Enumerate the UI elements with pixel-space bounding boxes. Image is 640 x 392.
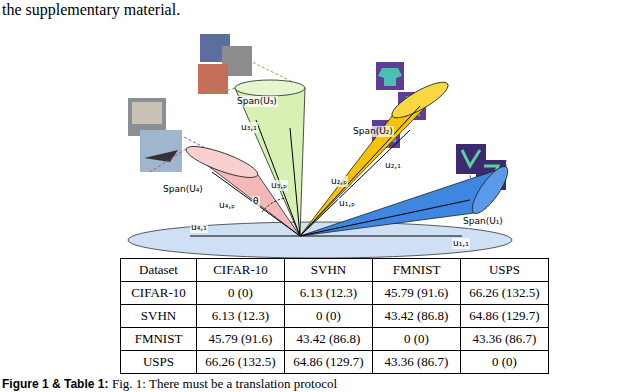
table-cell: CIFAR-10 [121, 282, 197, 305]
table-cell: 45.79 (91.6) [197, 328, 285, 351]
table-cell: 43.36 (86.7) [373, 351, 461, 374]
table-cell: 0 (0) [285, 305, 373, 328]
span-label: Span(U₃) [236, 96, 278, 107]
table-cell: 45.79 (91.6) [373, 282, 461, 305]
figure-caption: Figure 1 & Table 1: [2, 377, 108, 391]
table-cell: SVHN [285, 259, 373, 282]
subspace-cones [183, 76, 513, 236]
table-cell: SVHN [121, 305, 197, 328]
vector-label: u₂,₁ [384, 160, 402, 171]
span-label: Span(U₂) [352, 126, 394, 137]
vector-label: u₃,₁ [240, 122, 258, 133]
vector-label: u₁,₁ [452, 238, 470, 249]
cifar-images [128, 98, 182, 172]
table-cell: USPS [121, 351, 197, 374]
table-cell: FMNIST [373, 259, 461, 282]
base-disk [128, 222, 512, 258]
table-cell: Dataset [121, 259, 197, 282]
table-cell: 6.13 (12.3) [197, 305, 285, 328]
table-cell: 66.26 (132.5) [461, 282, 549, 305]
table-cell: 43.36 (86.7) [461, 328, 549, 351]
table-cell: 43.42 (86.8) [285, 328, 373, 351]
table-cell: 6.13 (12.3) [285, 282, 373, 305]
table-cell: USPS [461, 259, 549, 282]
vector-label: u₄,₁ [190, 222, 208, 233]
distance-table: DatasetCIFAR-10SVHNFMNISTUSPSCIFAR-100 (… [120, 258, 549, 374]
span-label: Span(U₁) [462, 216, 504, 227]
vector-label: u₁,ₚ [338, 198, 356, 209]
table-cell: 64.86 (129.7) [285, 351, 373, 374]
table-cell: 43.42 (86.8) [373, 305, 461, 328]
span-label: Span(U₄) [162, 184, 204, 195]
table-cell: 0 (0) [373, 328, 461, 351]
table-cell: CIFAR-10 [197, 259, 285, 282]
vector-label: u₃,ₚ [270, 180, 288, 191]
angle-label: θ [252, 196, 260, 207]
table-cell: 0 (0) [461, 351, 549, 374]
table-cell: FMNIST [121, 328, 197, 351]
table-cell: 64.86 (129.7) [461, 305, 549, 328]
vector-label: u₄,ₚ [218, 200, 236, 211]
table-cell: 0 (0) [197, 282, 285, 305]
caption-text: Fig. 1: There must be a translation prot… [112, 377, 337, 391]
vector-label: u₂,ₚ [330, 176, 348, 187]
basis-vectors [190, 106, 470, 236]
body-text: the supplementary material. [2, 1, 180, 19]
table-cell: 66.26 (132.5) [197, 351, 285, 374]
